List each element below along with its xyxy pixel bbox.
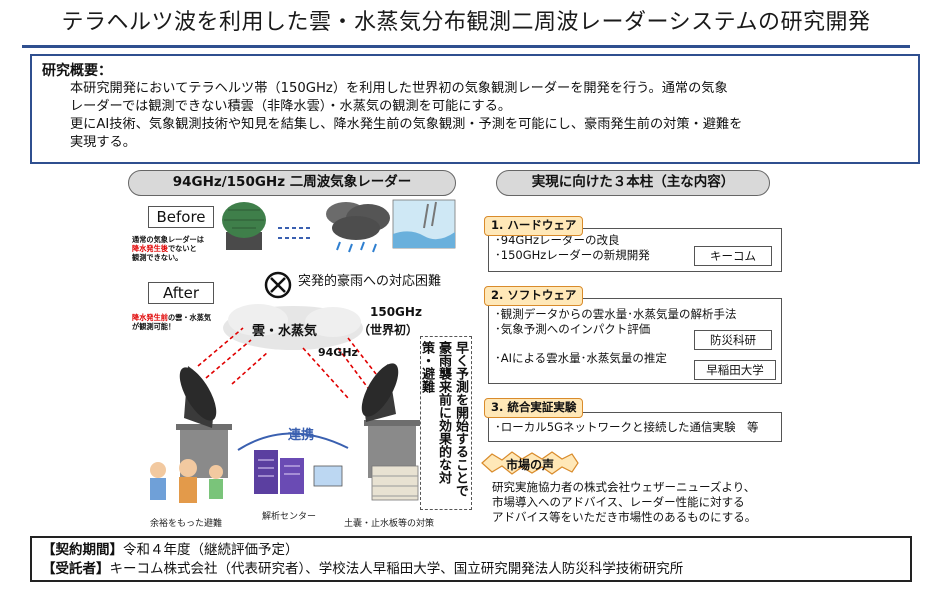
before-note-line-3: 観測できない。 [132, 253, 183, 262]
contractor-value: キーコム株式会社（代表研究者）、学校法人早稲田大学、国立研究開発法人防災科学技術… [109, 561, 684, 577]
title-divider [22, 45, 910, 48]
after-label: After [148, 282, 214, 304]
page-title: テラヘルツ波を利用した雲・水蒸気分布観測二周波レーダーシステムの研究開発 [61, 10, 871, 35]
overview-line-2: レーダーでは観測できない積雲（非降水雲）・水蒸気の観測を可能にする。 [70, 99, 512, 114]
flood-scene-icon [392, 199, 456, 249]
sandbag-barrier-icon [371, 465, 419, 501]
before-note-highlight: 降水発生後 [132, 244, 168, 253]
dome-radar-icon [222, 202, 266, 250]
rain-cloud-icon [326, 202, 390, 253]
pillar-software-item-3: ･AIによる雲水量･水蒸気量の推定 [495, 351, 667, 365]
radar-illustration [150, 199, 456, 503]
overview-line-3: 更にAI技術、気象観測技術や知見を結集し、降水発生前の気象観測・予測を可能にし、… [70, 117, 743, 132]
market-voice-badge-shape [481, 451, 579, 475]
parabolic-radar-right-icon [361, 363, 420, 478]
red-beam-arrows [197, 327, 377, 399]
org-nied: 防災科研 [694, 330, 772, 350]
link-arrows [237, 432, 349, 451]
pillars-header: 実現に向けた３本柱（主な内容） [496, 170, 770, 196]
contractor-label: 【受託者】 [42, 561, 110, 577]
market-voice-line-2: 市場導入へのアドバイス、レーダー性能に対する [492, 495, 745, 509]
radar-header: 94GHz/150GHz 二周波気象レーダー [128, 170, 456, 196]
before-note: 通常の気象レーダーは 降水発生後でないと 観測できない。 [132, 235, 242, 262]
after-note: 降水発生前の雲・水蒸気 が観測可能！ [132, 313, 242, 331]
after-note-highlight: 降水発生前 [132, 313, 168, 322]
evacuation-people-icon [150, 459, 223, 503]
overview-line-4: 実現する。 [70, 135, 136, 150]
freq-150-note: （世界初） [358, 323, 419, 337]
pillar-hardware-item-2: ･150GHzレーダーの新規開発 [495, 248, 650, 262]
org-keycom: キーコム [694, 246, 772, 266]
pillar-software-item-1: ･観測データからの雲水量･水蒸気量の解析手法 [495, 307, 737, 321]
before-label: Before [148, 206, 214, 228]
market-voice-line-1: 研究実施協力者の株式会社ウェザーニューズより、 [492, 480, 756, 494]
market-voice-badge: 市場の声 [505, 458, 554, 472]
early-prediction-text: 早く予測を開始することで豪雨襲来前に効果的な対策・避難 [419, 336, 472, 510]
cloud-vapor-label: 雲・水蒸気 [252, 324, 318, 339]
contractor-row: 【受託者】キーコム株式会社（代表研究者）、学校法人早稲田大学、国立研究開発法人防… [42, 560, 900, 579]
freq-94-label: 94GHz [318, 346, 358, 359]
contract-period-label: 【契約期間】 [42, 542, 123, 558]
pillar-hardware-item-1: ･94GHzレーダーの改良 [495, 233, 620, 247]
analysis-center-caption: 解析センター [262, 512, 317, 522]
pillar-demo-tag: 3. 統合実証実験 [484, 398, 584, 418]
before-note-line-2: でないと [167, 244, 197, 253]
overview-box: 研究概要： 本研究開発においてテラヘルツ帯（150GHz）を利用した世界初の気象… [30, 54, 920, 164]
dashed-arrows [278, 227, 313, 239]
cross-circle-icon [264, 271, 292, 299]
before-note-line-1: 通常の気象レーダーは [132, 235, 204, 244]
after-note-line-1: の雲・水蒸気 [167, 313, 212, 322]
market-voice-line-3: アドバイス等をいただき市場性のあるものにする。 [492, 510, 757, 524]
org-waseda: 早稲田大学 [694, 360, 776, 380]
parabolic-radar-left-icon [176, 366, 232, 478]
market-voice-text: 研究実施協力者の株式会社ウェザーニューズより、 市場導入へのアドバイス、レーダー… [492, 480, 792, 525]
contract-period-row: 【契約期間】令和４年度（継続評価予定） [42, 541, 900, 560]
pillar-demo-item-1: ･ローカル5Gネットワークと接続した通信実験 等 [495, 420, 759, 434]
overview-heading: 研究概要： [42, 63, 112, 79]
link-label: 連携 [288, 428, 315, 443]
overview-line-1: 本研究開発においてテラヘルツ帯（150GHz）を利用した世界初の気象観測レーダー… [70, 81, 728, 96]
pillar-hardware-tag: 1. ハードウェア [484, 216, 584, 236]
pillar-software-item-2: ･気象予測へのインパクト評価 [495, 322, 651, 336]
freq-150-label: 150GHz [370, 305, 422, 319]
sandbag-caption: 土嚢・止水板等の対策 [344, 519, 435, 529]
evacuation-caption: 余裕をもった避難 [150, 519, 223, 529]
after-note-line-2: が観測可能！ [132, 322, 176, 331]
analysis-server-icon [254, 450, 343, 494]
difficulty-text: 突発的豪雨への対応困難 [298, 274, 442, 289]
contract-box: 【契約期間】令和４年度（継続評価予定） 【受託者】キーコム株式会社（代表研究者）… [30, 536, 912, 582]
contract-period-value: 令和４年度（継続評価予定） [123, 542, 299, 558]
pillar-software-tag: 2. ソフトウェア [484, 286, 584, 306]
pillar-demo-box: ･ローカル5Gネットワークと接続した通信実験 等 [488, 412, 782, 442]
